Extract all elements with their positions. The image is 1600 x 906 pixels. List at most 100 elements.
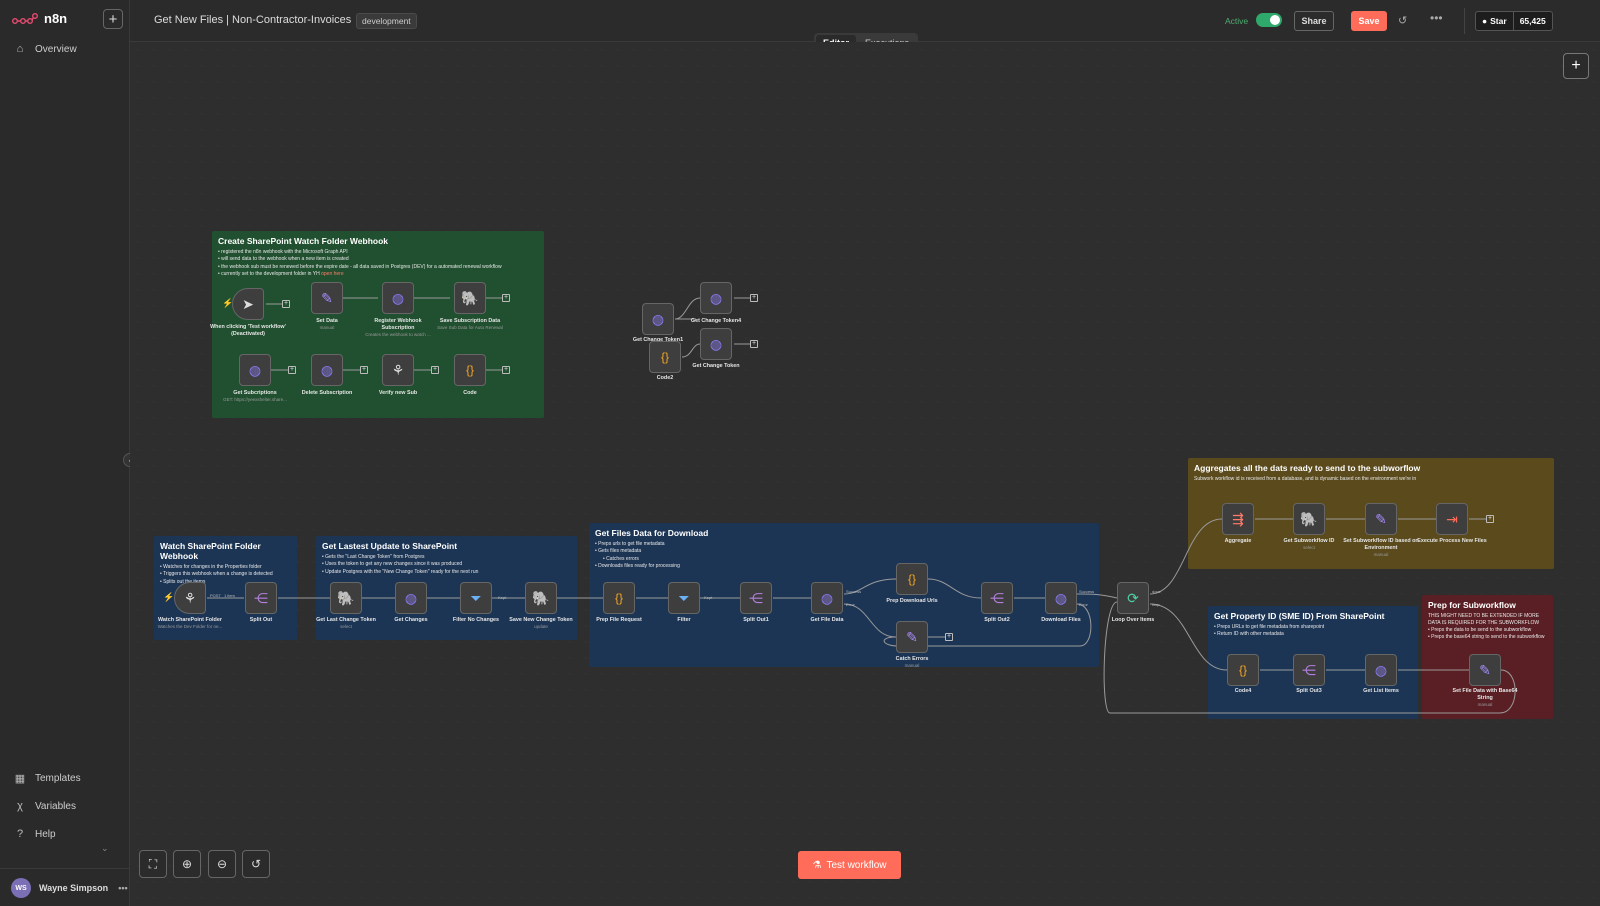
add-connection-button[interactable]: +	[945, 633, 953, 641]
node-verify-sub[interactable]: ⚘	[382, 354, 414, 386]
node-get-change-token4[interactable]: ◍	[700, 282, 732, 314]
sidebar-item-variables[interactable]: χ Variables	[14, 800, 76, 812]
node-split-out3[interactable]: ⋲	[1293, 654, 1325, 686]
pencil-icon: ✎	[321, 289, 333, 306]
sticky-title: Get Files Data for Download	[595, 528, 709, 538]
globe-icon: ◍	[651, 310, 665, 327]
add-connection-button[interactable]: +	[750, 340, 758, 348]
node-delete-subscription[interactable]: ◍	[311, 354, 343, 386]
sticky-bullet: Uses the token to get any new changes si…	[322, 561, 571, 568]
node-set-data[interactable]: ✎	[311, 282, 343, 314]
zoom-in-icon: ⊕	[181, 857, 193, 871]
flask-icon: ⚗	[812, 859, 822, 871]
home-icon: ⌂	[16, 43, 24, 55]
github-star-button[interactable]: ● Star 65,425	[1475, 11, 1553, 31]
add-connection-button[interactable]: +	[360, 366, 368, 374]
add-connection-button[interactable]: +	[431, 366, 439, 374]
node-get-list-items[interactable]: ◍	[1365, 654, 1397, 686]
node-set-subworkflow-id[interactable]: ✎	[1365, 503, 1397, 535]
sticky-bullets: Watches for changes in the Properties fo…	[160, 564, 291, 586]
node-catch-errors[interactable]: ✎	[896, 621, 928, 653]
sticky-bullet: Preps URLs to get file metadata from sha…	[1214, 624, 1412, 631]
globe-icon: ◍	[404, 589, 418, 606]
add-connection-button[interactable]: +	[282, 300, 290, 308]
workflow-title[interactable]: Get New Files | Non-Contractor-Invoices	[154, 14, 352, 26]
history-icon[interactable]: ↺	[1398, 15, 1408, 27]
chevron-down-icon[interactable]: ⌄	[101, 843, 109, 853]
node-get-last-change-token[interactable]: 🐘	[330, 582, 362, 614]
node-save-new-change-token[interactable]: 🐘	[525, 582, 557, 614]
node-code4[interactable]: {}	[1227, 654, 1259, 686]
zoom-out-button[interactable]: ⊖	[208, 850, 236, 878]
more-icon[interactable]: •••	[118, 883, 128, 893]
node-register-webhook[interactable]: ◍	[382, 282, 414, 314]
add-connection-button[interactable]: +	[288, 366, 296, 374]
reset-zoom-button[interactable]: ↺	[242, 850, 270, 878]
sticky-webhook-setup[interactable]: Create SharePoint Watch Folder Webhook r…	[212, 231, 544, 418]
globe-icon: ◍	[248, 361, 262, 378]
undo-icon: ↺	[250, 857, 262, 871]
node-set-file-data[interactable]: ✎	[1469, 654, 1501, 686]
sidebar-item-label: Help	[35, 828, 56, 840]
more-options-icon[interactable]: •••	[1430, 11, 1443, 25]
node-get-changes[interactable]: ◍	[395, 582, 427, 614]
test-workflow-button[interactable]: ⚗ Test workflow	[798, 851, 901, 879]
workflow-tag[interactable]: development	[356, 13, 417, 29]
save-button[interactable]: Save	[1351, 11, 1387, 31]
active-toggle[interactable]	[1256, 13, 1282, 27]
node-manual-trigger[interactable]: ➤	[232, 288, 264, 320]
user-menu[interactable]: WS Wayne Simpson •••	[11, 878, 128, 898]
postgres-icon: 🐘	[461, 289, 479, 306]
sidebar-item-overview[interactable]: ⌂ Overview	[14, 43, 77, 55]
sidebar-item-templates[interactable]: ▦ Templates	[14, 772, 81, 785]
fit-view-button[interactable]: ⛶	[139, 850, 167, 878]
node-download-files[interactable]: ◍	[1045, 582, 1077, 614]
variables-icon: χ	[17, 800, 23, 812]
node-code2[interactable]: {}	[649, 341, 681, 373]
workflow-canvas[interactable]: + Create SharePoint Watch Folder Webhook…	[130, 42, 1600, 906]
node-label: Delete Subscription	[301, 390, 353, 396]
node-watch-folder[interactable]: ⚘	[174, 582, 206, 614]
node-split-out[interactable]: ⋲	[245, 582, 277, 614]
node-get-file-data[interactable]: ◍	[811, 582, 843, 614]
add-node-button[interactable]: +	[1563, 53, 1589, 79]
sticky-bullet: Gets the "Last Change Token" from Postgr…	[322, 554, 571, 561]
node-split-out1[interactable]: ⋲	[740, 582, 772, 614]
split-icon: ⋲	[990, 589, 1004, 606]
node-loop-over-items[interactable]: ⟳	[1117, 582, 1149, 614]
add-connection-button[interactable]: +	[502, 366, 510, 374]
open-here-link[interactable]: open here	[321, 270, 344, 277]
add-connection-button[interactable]: +	[750, 294, 758, 302]
node-get-subscriptions[interactable]: ◍	[239, 354, 271, 386]
node-prep-file-request[interactable]: {}	[603, 582, 635, 614]
node-prep-download-urls[interactable]: {}	[896, 563, 928, 595]
share-button[interactable]: Share	[1294, 11, 1334, 31]
node-get-change-token1[interactable]: ◍	[642, 303, 674, 335]
node-code[interactable]: {}	[454, 354, 486, 386]
node-get-change-token[interactable]: ◍	[700, 328, 732, 360]
trigger-bolt-icon: ⚡	[222, 298, 234, 308]
node-label: Get Change Token	[692, 363, 740, 369]
n8n-logo[interactable]: n8n	[12, 11, 67, 26]
node-execute-process[interactable]: ⇥	[1436, 503, 1468, 535]
app-name: n8n	[44, 11, 68, 26]
node-save-subscription[interactable]: 🐘	[454, 282, 486, 314]
node-split-out2[interactable]: ⋲	[981, 582, 1013, 614]
code-icon: {}	[465, 363, 474, 377]
sticky-bullet: the webhook sub must be renewed before t…	[218, 264, 538, 271]
add-workflow-button[interactable]: +	[103, 9, 123, 29]
add-connection-button[interactable]: +	[1486, 515, 1494, 523]
node-label: Get File Data	[810, 617, 844, 623]
zoom-in-button[interactable]: ⊕	[173, 850, 201, 878]
split-icon: ⋲	[1302, 661, 1316, 678]
add-connection-button[interactable]: +	[502, 294, 510, 302]
node-filter-no-changes[interactable]: ⏷	[460, 582, 492, 614]
node-aggregate[interactable]: ⇶	[1222, 503, 1254, 535]
sidebar-item-help[interactable]: ? Help	[14, 828, 56, 840]
node-get-subworkflow-id[interactable]: 🐘	[1293, 503, 1325, 535]
node-label: Get List Items	[1363, 688, 1399, 694]
connection	[843, 578, 897, 595]
pencil-icon: ✎	[906, 628, 918, 645]
node-filter[interactable]: ⏷	[668, 582, 700, 614]
sticky-bullets: Gets the "Last Change Token" from Postgr…	[322, 554, 571, 576]
